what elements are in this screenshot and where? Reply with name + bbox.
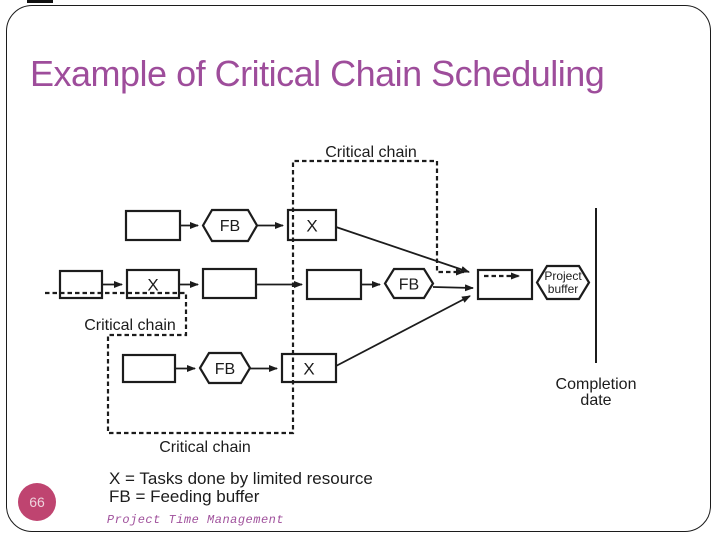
task-box-mid-3: [305, 268, 363, 301]
critical-chain-dashed-path: [45, 159, 465, 435]
feeding-buffer-bottom-label: FB: [215, 361, 235, 378]
task-box-mid-2: [201, 267, 258, 300]
task-x-bottom-label: X: [303, 360, 314, 379]
project-buffer-label-line2: buffer: [548, 282, 578, 296]
footer-text: Project Time Management: [106, 513, 285, 527]
critical-chain-label-top: Critical chain: [325, 144, 417, 161]
critical-chain-label-bottom: Critical chain: [159, 439, 251, 456]
feeding-buffer-mid-label: FB: [399, 277, 419, 294]
critical-chain-label-middle: Critical chain: [84, 317, 176, 334]
page-number: 66: [29, 494, 45, 510]
task-x-top-label: X: [306, 217, 317, 236]
feeding-buffer-hexagon-bottom: [198, 351, 252, 385]
arrow-mid-fb-to-final: [432, 284, 474, 292]
project-buffer-label-line1: Project: [544, 269, 582, 283]
task-box-top-x: [286, 208, 338, 242]
feeding-buffer-hexagon-mid: [383, 267, 435, 300]
completion-date-label-line1: Completion: [556, 376, 637, 393]
top-edge-mark: [27, 0, 53, 3]
task-x-mid-label: X: [147, 276, 158, 295]
slide-title: Example of Critical Chain Scheduling: [30, 53, 605, 94]
arrow-bottom-x-to-final: [335, 295, 471, 367]
feeding-buffer-top-label: FB: [220, 218, 240, 235]
legend-x-definition: X = Tasks done by limited resource: [109, 469, 373, 488]
project-buffer-hexagon: [535, 264, 591, 301]
page-number-badge: 66: [18, 483, 56, 521]
slide-border: [6, 5, 711, 532]
task-box-bottom-x: [280, 352, 338, 384]
task-box-mid-1: [58, 269, 104, 300]
task-box-final: [476, 268, 534, 301]
completion-date-label-line2: date: [580, 392, 611, 409]
task-box-bottom-1: [121, 353, 177, 384]
task-box-top-1: [124, 209, 182, 242]
arrow-top-x-to-final: [335, 226, 470, 273]
feeding-buffer-hexagon-top: [201, 208, 259, 243]
legend-fb-definition: FB = Feeding buffer: [109, 487, 260, 506]
